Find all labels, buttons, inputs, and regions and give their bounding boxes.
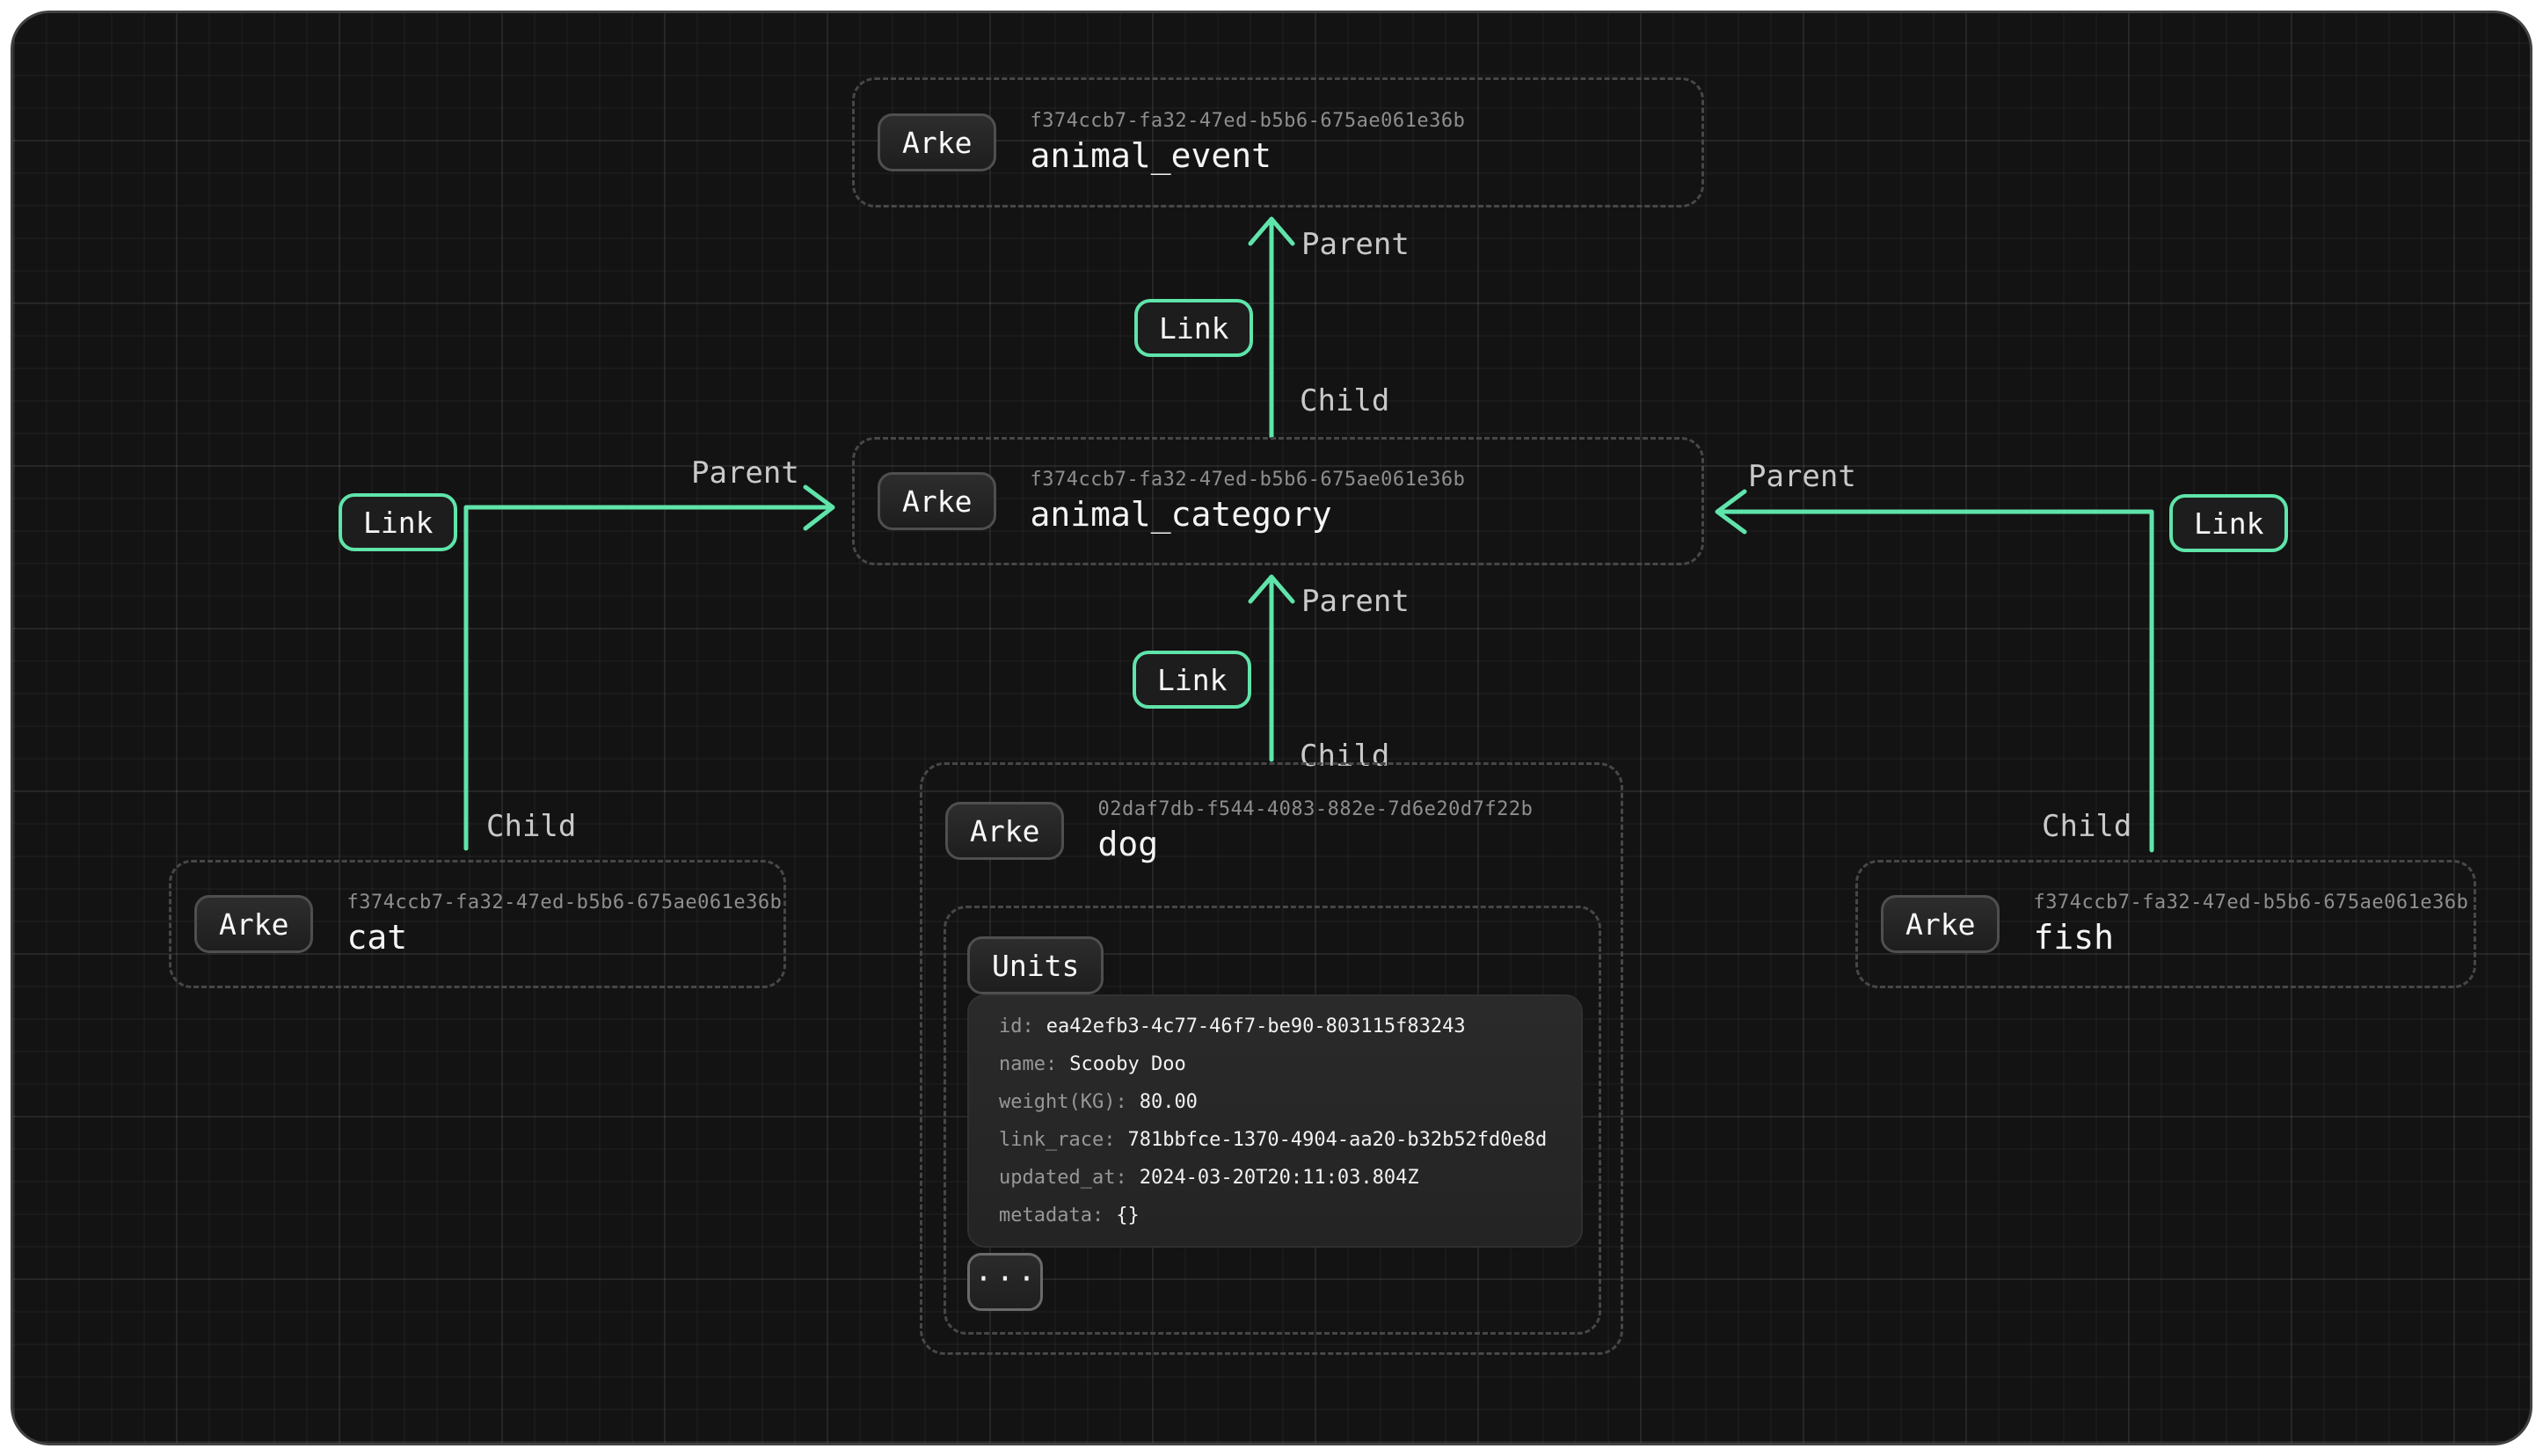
units-section: Units id:ea42efb3-4c77-46f7-be90-803115f…: [944, 906, 1601, 1335]
node-uuid: f374ccb7-fa32-47ed-b5b6-675ae061e36b: [1030, 110, 1466, 132]
node-cat[interactable]: Arke f374ccb7-fa32-47ed-b5b6-675ae061e36…: [169, 860, 786, 988]
node-fish[interactable]: Arke f374ccb7-fa32-47ed-b5b6-675ae061e36…: [1855, 860, 2476, 988]
unit-record-card: id:ea42efb3-4c77-46f7-be90-803115f83243 …: [967, 994, 1583, 1248]
node-title: fish: [2033, 918, 2114, 957]
link-badge-event-edge[interactable]: Link: [1134, 299, 1254, 357]
arke-badge: Arke: [1881, 895, 2000, 953]
parent-label-cat-edge: Parent: [691, 455, 799, 491]
arke-badge: Arke: [878, 113, 997, 171]
child-label-event-edge: Child: [1300, 383, 1390, 419]
parent-label-event-edge: Parent: [1301, 227, 1410, 262]
more-button[interactable]: ···: [967, 1253, 1043, 1311]
node-uuid: 02daf7db-f544-4083-882e-7d6e20d7f22b: [1097, 798, 1534, 820]
parent-label-fish-edge: Parent: [1748, 459, 1856, 494]
unit-field-metadata: metadata:{}: [999, 1205, 1140, 1227]
node-animal-event[interactable]: Arke f374ccb7-fa32-47ed-b5b6-675ae061e36…: [852, 77, 1704, 207]
node-uuid: f374ccb7-fa32-47ed-b5b6-675ae061e36b: [2033, 892, 2469, 914]
ellipsis-icon: ···: [974, 1262, 1039, 1297]
unit-field-updated-at: updated_at:2024-03-20T20:11:03.804Z: [999, 1167, 1419, 1189]
unit-field-id: id:ea42efb3-4c77-46f7-be90-803115f83243: [999, 1016, 1466, 1037]
node-title: animal_event: [1030, 136, 1272, 175]
arke-badge: Arke: [878, 472, 997, 530]
link-badge-fish-edge[interactable]: Link: [2169, 494, 2289, 552]
arke-badge: Arke: [945, 802, 1065, 860]
link-badge-cat-edge[interactable]: Link: [339, 493, 458, 551]
node-uuid: f374ccb7-fa32-47ed-b5b6-675ae061e36b: [1030, 469, 1466, 491]
node-dog[interactable]: Arke 02daf7db-f544-4083-882e-7d6e20d7f22…: [920, 762, 1623, 1355]
units-badge: Units: [967, 936, 1104, 994]
child-label-fish-edge: Child: [2042, 809, 2132, 844]
node-animal-category[interactable]: Arke f374ccb7-fa32-47ed-b5b6-675ae061e36…: [852, 437, 1704, 565]
node-title: dog: [1097, 825, 1159, 863]
node-title: animal_category: [1030, 495, 1332, 534]
node-title: cat: [346, 918, 408, 957]
node-uuid: f374ccb7-fa32-47ed-b5b6-675ae061e36b: [346, 892, 783, 914]
unit-field-link-race: link_race:781bbfce-1370-4904-aa20-b32b52…: [999, 1129, 1548, 1151]
child-label-dog-edge: Child: [1300, 739, 1390, 774]
unit-field-name: name:Scooby Doo: [999, 1053, 1186, 1075]
child-label-cat-edge: Child: [486, 809, 577, 844]
link-badge-dog-edge[interactable]: Link: [1133, 651, 1252, 709]
unit-field-weight: weight(KG):80.00: [999, 1091, 1198, 1113]
dog-header: Arke 02daf7db-f544-4083-882e-7d6e20d7f22…: [922, 765, 1621, 863]
parent-label-dog-edge: Parent: [1301, 584, 1410, 619]
arke-badge: Arke: [194, 895, 314, 953]
